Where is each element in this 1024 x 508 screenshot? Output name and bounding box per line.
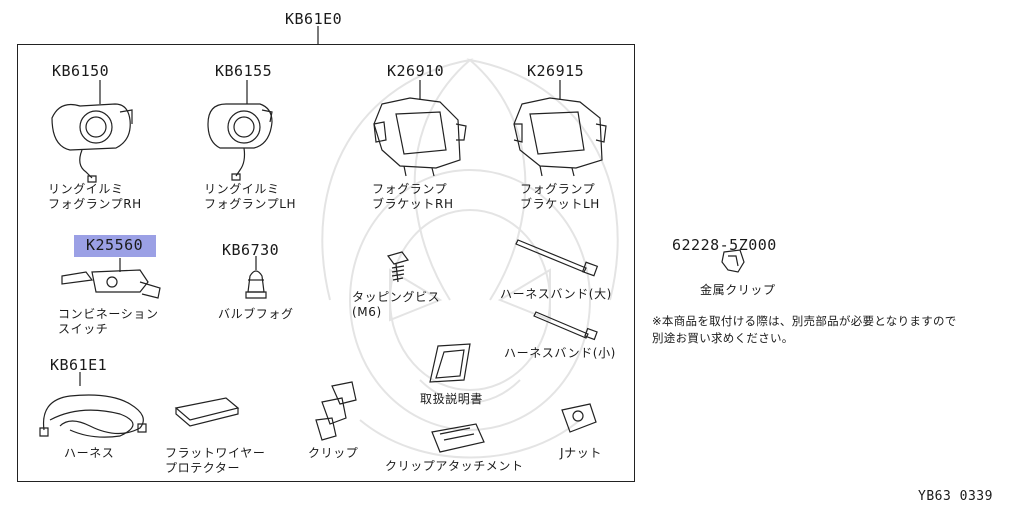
label-manual: 取扱説明書 bbox=[420, 392, 484, 406]
kit-frame bbox=[17, 44, 635, 482]
clip-attachment-drawing bbox=[432, 424, 484, 452]
label-flat-wire-protector: フラットワイヤープロテクター bbox=[165, 446, 266, 475]
metal-clip-drawing bbox=[722, 250, 744, 272]
label-k25560: コンビネーションスイッチ bbox=[58, 307, 159, 336]
harness-band-large-drawing bbox=[516, 240, 597, 276]
combination-switch-drawing bbox=[62, 258, 160, 298]
part-number-kb6150[interactable]: KB6150 bbox=[52, 62, 110, 80]
harness-drawing bbox=[40, 372, 146, 437]
fog-lamp-rh-drawing bbox=[52, 80, 132, 182]
part-number-62228-5z000[interactable]: 62228-5Z000 bbox=[672, 236, 777, 254]
fog-bracket-lh-drawing bbox=[514, 80, 606, 176]
kit-part-number[interactable]: KB61E0 bbox=[285, 10, 343, 28]
part-number-k26910[interactable]: K26910 bbox=[387, 62, 445, 80]
part-number-k26915[interactable]: K26915 bbox=[527, 62, 585, 80]
label-kb61e1: ハーネス bbox=[64, 446, 115, 460]
part-number-k25560[interactable]: K25560 bbox=[86, 236, 144, 254]
label-tapping-screw: タッピングビス(M6) bbox=[352, 290, 441, 319]
label-k26915: フォグランプブラケットLH bbox=[520, 182, 600, 211]
fog-bracket-rh-drawing bbox=[374, 80, 466, 176]
label-k26910: フォグランプブラケットRH bbox=[372, 182, 454, 211]
purchase-note: ※本商品を取付ける際は、別売部品が必要となりますので別途お買い求めください。 bbox=[652, 314, 957, 345]
label-harness-band-small: ハーネスバンド(小) bbox=[504, 346, 616, 360]
figure-code: YB63 0339 bbox=[918, 489, 993, 504]
part-number-kb6730[interactable]: KB6730 bbox=[222, 241, 280, 259]
label-harness-band-large: ハーネスバンド(大) bbox=[500, 287, 612, 301]
manual-drawing bbox=[430, 344, 470, 382]
label-clip-attachment: クリップアタッチメント bbox=[385, 459, 524, 473]
label-kb6155: リングイルミフォグランプLH bbox=[204, 182, 297, 211]
tapping-screw-drawing bbox=[388, 252, 408, 282]
fog-bulb-drawing bbox=[246, 256, 266, 298]
flat-wire-protector-drawing bbox=[176, 398, 238, 426]
part-number-kb61e1[interactable]: KB61E1 bbox=[50, 356, 108, 374]
j-nut-drawing bbox=[562, 404, 596, 432]
part-number-kb6155[interactable]: KB6155 bbox=[215, 62, 273, 80]
label-clip: クリップ bbox=[308, 446, 359, 460]
label-j-nut: Jナット bbox=[560, 446, 602, 460]
fog-lamp-lh-drawing bbox=[208, 80, 272, 180]
part-highlight bbox=[74, 235, 156, 257]
clip-drawing bbox=[316, 382, 356, 440]
label-kb6730: バルブフォグ bbox=[218, 307, 294, 321]
watermark-emblem bbox=[322, 60, 617, 458]
label-metal-clip: 金属クリップ bbox=[700, 283, 776, 297]
harness-band-small-drawing bbox=[534, 312, 597, 339]
label-kb6150: リングイルミフォグランプRH bbox=[48, 182, 142, 211]
